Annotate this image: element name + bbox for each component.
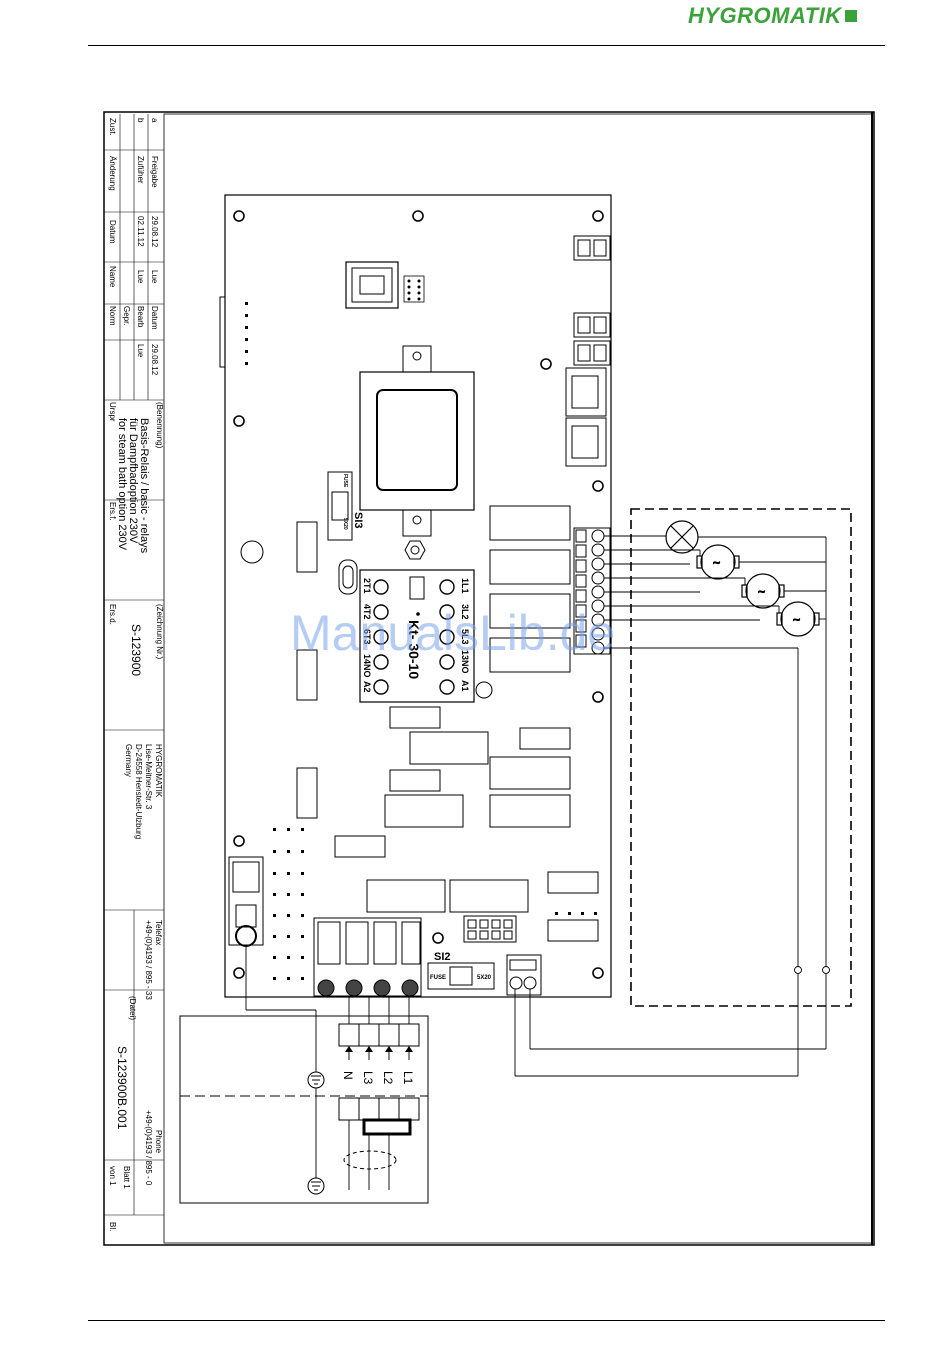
- contactor-pin-5l3: 5L3: [460, 629, 470, 645]
- title-block: [104, 114, 164, 1216]
- svg-text:~: ~: [713, 556, 720, 570]
- mains-terminal-block: [313, 917, 422, 997]
- drawing-frame: [103, 111, 875, 1246]
- pe-terminal: [228, 856, 264, 947]
- telefax-number: +49-(0)4193 / 895 - 33: [144, 920, 153, 1000]
- fuse-si2: SI2 FUSE 5X20: [427, 951, 495, 990]
- pin-matrix: [273, 828, 597, 980]
- bl-label: Bl.: [108, 1222, 117, 1231]
- svg-text:~: ~: [758, 585, 765, 599]
- header-rule: [88, 45, 885, 46]
- title-line1: Basis-Relais / basic - relays: [138, 418, 150, 554]
- hygromatik-logo: HYGROMATIK: [688, 3, 857, 29]
- earth-icon: [307, 1071, 325, 1195]
- gepr-label: Gepr.: [122, 306, 131, 326]
- fuse-si3-label: SI3: [352, 512, 364, 529]
- mains-label-l1: L1: [401, 1071, 415, 1085]
- von-label: von 1: [108, 1166, 117, 1186]
- mains-label-l3: L3: [361, 1071, 375, 1085]
- pcb-outline: [224, 194, 612, 998]
- title-block-text: a b Zust. Freigabe Zufüher Änderung 29.0…: [108, 118, 164, 1231]
- telefax-label: Telefax: [154, 920, 163, 945]
- fuse-si2-label: SI2: [434, 951, 451, 963]
- fuse-si2-code: 5X20: [477, 975, 492, 981]
- right-terminal-strip: [573, 527, 611, 655]
- contactor-pin-13no: 13NO: [460, 650, 470, 674]
- ersf-label: Ers.f.: [108, 502, 117, 521]
- mains-supply-box: [179, 1015, 429, 1204]
- contactor-pin-a1: A1: [460, 680, 470, 692]
- contactor-pin-3l2: 3L2: [460, 604, 470, 620]
- title-line2: für Dampfbadoption 230V: [127, 418, 139, 544]
- company-line2: Lise-Meitner-Str. 3: [144, 744, 153, 810]
- date-a: 29.08.12: [150, 216, 159, 248]
- company-line1: HYGROMATIK: [154, 744, 163, 798]
- rj-connectors-right: [565, 367, 607, 467]
- date-b: 02.11.12: [136, 216, 145, 247]
- contactor: 2T1 4T2 6T3 14NO A2 1L1 3L2 5L3 13NO A1 …: [338, 559, 493, 703]
- mains-label-l2: L2: [381, 1071, 395, 1085]
- wires: [514, 535, 830, 1077]
- mains-arrows: [345, 1046, 413, 1052]
- ersd-label: Ers.d.: [108, 604, 117, 625]
- bearb-label: Bearb: [136, 306, 145, 328]
- fuse-si2-fuse: FUSE: [430, 975, 446, 981]
- bearb-name: Lue: [136, 344, 145, 358]
- svg-text:~: ~: [793, 613, 800, 627]
- title-line3: for steam bath option 230V: [116, 418, 128, 551]
- bearb-date: 29.08.12: [150, 344, 159, 376]
- rev-b: b: [136, 118, 145, 123]
- output-terminal: [506, 954, 542, 996]
- company-line3: D-24558 Henstedt-Ulzburg: [134, 744, 143, 839]
- fan-motor-icon: ~ ~ ~: [696, 544, 820, 637]
- mains-label-n: N: [341, 1071, 355, 1080]
- footer-rule: [88, 1320, 885, 1321]
- mains-connectors: [338, 1023, 420, 1170]
- datum-hdr: Datum: [150, 306, 159, 330]
- zeichnung-label: (Zeichnung Nr.): [155, 604, 164, 659]
- name-b: Lue: [136, 270, 145, 284]
- contactor-pin-14no: 14NO: [362, 654, 372, 678]
- relay-boxes: [334, 505, 599, 942]
- aenderung-label: Änderung: [108, 156, 117, 191]
- name-col-label: Name: [108, 266, 117, 288]
- contactor-pin-6t3: 6T3: [362, 629, 372, 645]
- mains-labels: N L3 L2 L1: [341, 1071, 415, 1085]
- contactor-pin-1l1: 1L1: [460, 578, 470, 594]
- datei-label: (Datei): [128, 996, 137, 1020]
- mounting-holes: [233, 210, 604, 979]
- steam-bath-option-box: [630, 508, 852, 1007]
- freigabe-label: Freigabe: [150, 156, 159, 188]
- drawing-number: S-123900: [129, 624, 143, 676]
- contactor-model: Kt- 30-10: [406, 620, 422, 679]
- name-a: Lue: [150, 270, 159, 284]
- fuse-si3-code: 5X20: [342, 518, 348, 530]
- fuse-si3-fuse: FUSE: [342, 474, 348, 488]
- contactor-pin-a2: A2: [362, 681, 372, 693]
- zufuhr-label: Zufüher: [136, 156, 145, 184]
- drawing-frame-inner: [163, 113, 873, 1244]
- datum-col-label: Datum: [108, 220, 117, 244]
- benennung-label: (Benennung): [155, 402, 164, 449]
- norm-label: Norm: [108, 306, 117, 326]
- contactor-pin-4t2: 4T2: [362, 604, 372, 620]
- urspr-label: Urspr: [108, 402, 117, 422]
- phone-label: Phone: [154, 1130, 163, 1154]
- phone-number: +49-(0)4193 / 895 - 0: [144, 1110, 153, 1186]
- rev-a: a: [150, 118, 159, 123]
- rj45-connector-top: [345, 261, 399, 309]
- blatt-label: Blatt 1: [122, 1166, 131, 1189]
- contactor-pin-2t1: 2T1: [362, 578, 372, 594]
- lamp-symbol: [665, 520, 699, 554]
- zust-label: Zust.: [108, 118, 117, 136]
- fuse-si3: SI3 FUSE 5X20: [327, 471, 364, 541]
- company-line4: Germany: [124, 744, 133, 777]
- terminal-top-right: [573, 235, 611, 366]
- file-number: S-123900B.001: [115, 1046, 129, 1130]
